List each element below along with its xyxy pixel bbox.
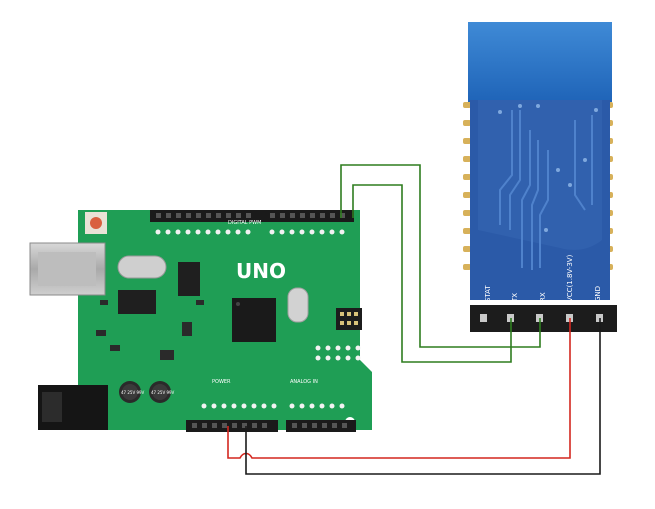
smd-components: [96, 300, 204, 360]
regulator-chip: [178, 262, 200, 296]
electrolytic-capacitor-1: [119, 381, 141, 403]
electrolytic-capacitor-2: [149, 381, 171, 403]
module-pin-label-stat: STAT: [484, 285, 492, 302]
bluetooth-module: STAT TX RX VCC(1.8V-3V) GND: [463, 22, 617, 332]
mcu-crystal: [287, 287, 309, 323]
analog-header-label: ANALOG IN: [290, 379, 318, 385]
digital-header-label: DIGITAL PWM: [228, 220, 261, 226]
module-pin-label-rx: RX: [539, 292, 547, 302]
module-traces: [499, 110, 593, 270]
analog-header: [286, 420, 356, 432]
proto-holes: [315, 345, 361, 361]
arduino-uno-board: DIGITAL PWM UNO 47 25V 99V 47 25V 99V: [29, 210, 372, 432]
reset-button: [85, 212, 107, 234]
module-pin-label-vcc: VCC(1.8V-3V): [566, 254, 574, 302]
module-vias: [498, 104, 598, 232]
dc-power-jack: [38, 385, 108, 430]
usb-connector: [29, 242, 106, 296]
module-antenna: [468, 22, 612, 102]
digital-pin-holes: [155, 229, 345, 235]
power-header: [186, 420, 278, 432]
module-pin-header: [470, 305, 617, 332]
capacitor-1-label: 47 25V 99V: [121, 390, 145, 395]
uno-logo: UNO: [236, 259, 286, 283]
bottom-pin-holes: [201, 403, 345, 409]
power-header-label: POWER: [212, 379, 231, 385]
wire-black-gnd: [245, 318, 601, 475]
module-pin-label-gnd: GND: [594, 286, 602, 302]
capacitor-2-label: 47 25V 99V: [151, 390, 175, 395]
wires: [227, 164, 601, 475]
wire-green-tx-to-rx: [340, 164, 541, 348]
crystal-oscillator: [117, 255, 167, 279]
module-pin-label-tx: TX: [511, 293, 519, 303]
mcu-chip: [232, 298, 276, 342]
usb-controller-chip: [118, 290, 156, 314]
icsp-header: [336, 308, 362, 330]
digital-header: [150, 210, 354, 222]
wire-green-rx-to-tx: [352, 184, 512, 363]
